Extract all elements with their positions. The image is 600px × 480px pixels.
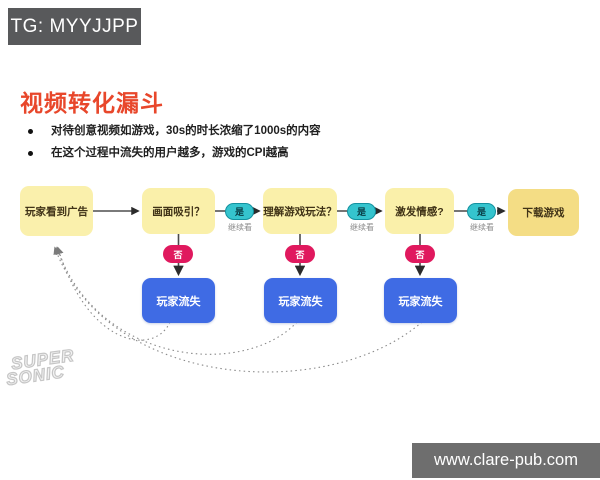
stage-box-trigger-emotion: 激发情感? xyxy=(385,188,454,234)
stage-box-visual-attract: 画面吸引？ xyxy=(142,188,215,234)
stage-box-understand-gameplay: 理解游戏玩法？ xyxy=(263,188,337,234)
website-url-badge: www.clare-pub.com xyxy=(412,443,600,478)
bullet-list: 对待创意视频如游戏，30s的时长浓缩了1000s的内容 在这个过程中流失的用户越… xyxy=(28,124,428,168)
page-title: 视频转化漏斗 xyxy=(20,90,164,116)
yes-sublabel: 继续看 xyxy=(470,223,494,232)
bullet-text: 在这个过程中流失的用户越多，游戏的CPI越高 xyxy=(51,147,289,159)
churn-box: 玩家流失 xyxy=(384,278,457,323)
no-pill: 否 xyxy=(285,245,315,263)
churn-box: 玩家流失 xyxy=(264,278,337,323)
bullet-item: 在这个过程中流失的用户越多，游戏的CPI越高 xyxy=(28,146,428,160)
bullet-item: 对待创意视频如游戏，30s的时长浓缩了1000s的内容 xyxy=(28,124,428,138)
churn-box: 玩家流失 xyxy=(142,278,215,323)
yes-pill: 是 xyxy=(467,203,496,220)
bullet-text: 对待创意视频如游戏，30s的时长浓缩了1000s的内容 xyxy=(51,125,321,137)
stage-box-download-game: 下载游戏 xyxy=(508,189,579,236)
telegram-tag-badge: TG: MYYJJPP xyxy=(8,8,141,45)
stage-box-see-ad: 玩家看到广告 xyxy=(20,186,93,236)
no-pill: 否 xyxy=(405,245,435,263)
yes-sublabel: 继续看 xyxy=(350,223,374,232)
yes-pill: 是 xyxy=(225,203,254,220)
yes-pill: 是 xyxy=(347,203,376,220)
no-pill: 否 xyxy=(163,245,193,263)
bullet-dot-icon xyxy=(28,129,33,134)
yes-sublabel: 继续看 xyxy=(228,223,252,232)
bullet-dot-icon xyxy=(28,151,33,156)
